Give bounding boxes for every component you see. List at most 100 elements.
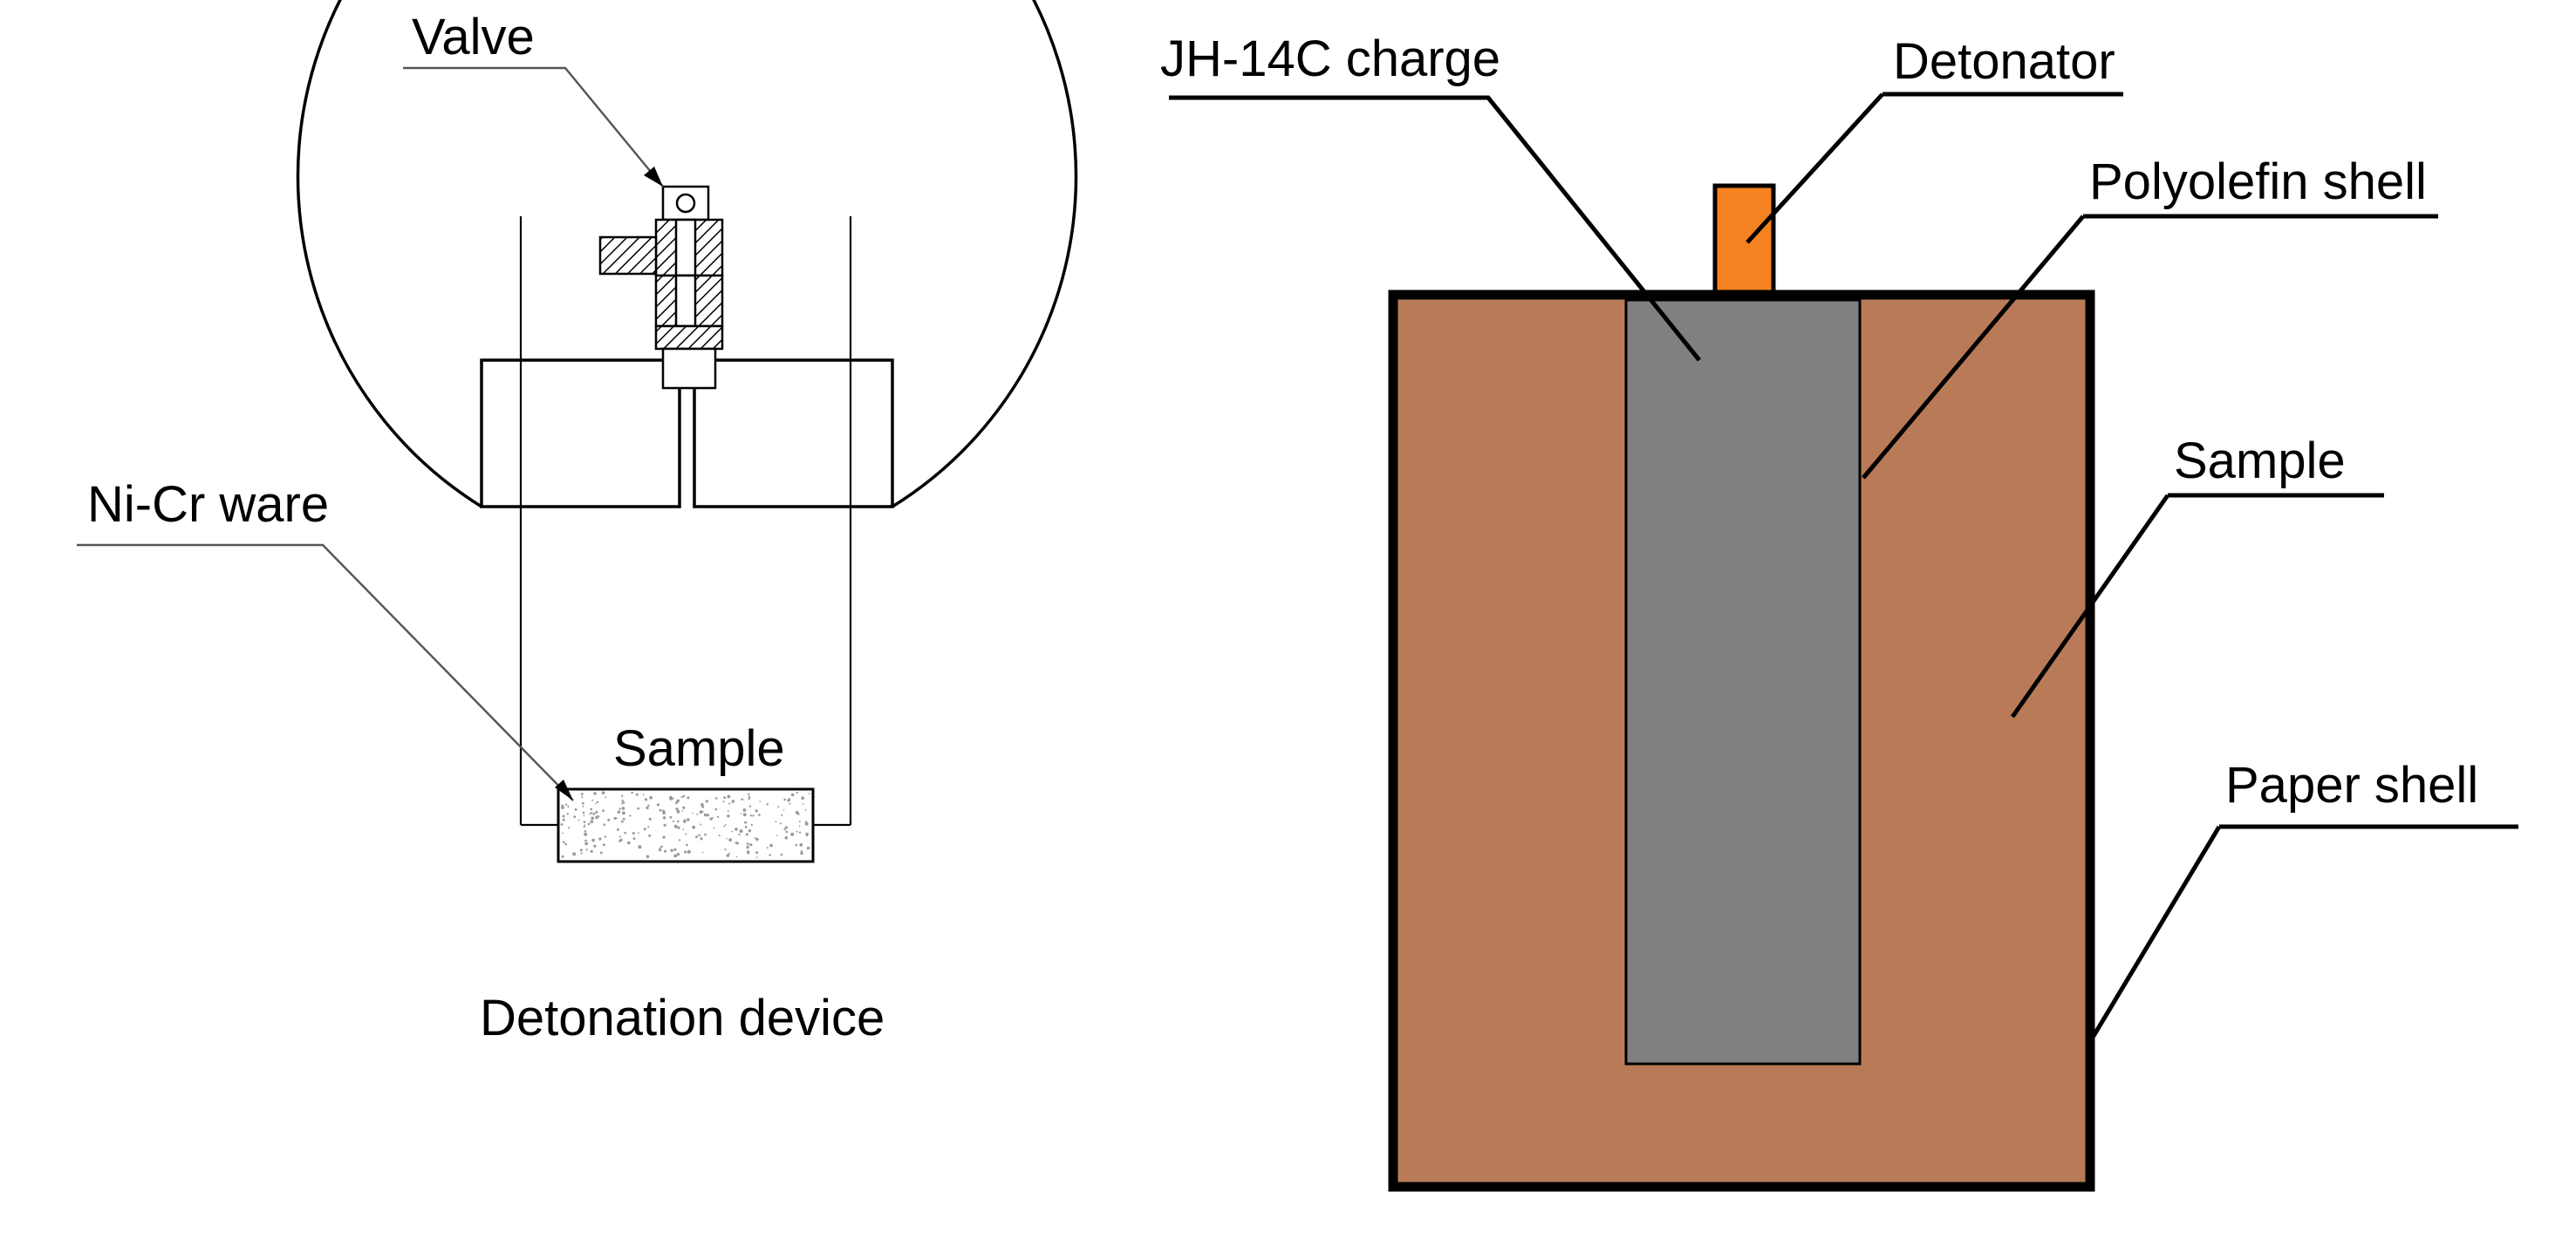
tray-speckle	[593, 792, 597, 795]
tray-speckle	[646, 855, 650, 859]
tray-speckle	[584, 832, 588, 836]
tray-speckle	[806, 835, 809, 837]
tray-speckle	[787, 799, 790, 802]
tray-speckle	[643, 828, 646, 831]
tray-speckle	[746, 842, 749, 846]
tray-speckle	[700, 802, 704, 807]
tray-speckle	[562, 818, 565, 821]
tray-speckle	[731, 830, 733, 833]
tray-speckle	[786, 826, 789, 828]
tray-speckle	[699, 810, 703, 814]
tray-speckle	[800, 851, 803, 855]
tray-speckle	[748, 798, 750, 801]
tray-speckle	[670, 848, 673, 852]
tray-speckle	[601, 791, 605, 794]
tray-speckle	[739, 829, 743, 834]
tray-speckle	[647, 826, 650, 828]
tray-speckle	[664, 849, 666, 853]
tray-speckle	[700, 837, 703, 841]
tray-speckle	[798, 821, 801, 823]
tray-speckle	[755, 856, 758, 859]
tray-speckle	[643, 794, 645, 795]
tray-speckle	[663, 823, 666, 827]
tray-speckle	[598, 814, 600, 818]
tray-speckle	[596, 801, 599, 804]
tray-speckle	[677, 826, 680, 829]
tray-speckle	[669, 815, 673, 819]
tray-speckle	[621, 807, 625, 810]
tray-speckle	[662, 835, 666, 839]
tray-speckle	[744, 826, 748, 828]
tray-speckle	[680, 796, 683, 798]
tray-speckle	[783, 828, 787, 830]
tray-speckle	[584, 824, 586, 826]
tray-speckle	[766, 803, 769, 806]
left-sample-label: Sample	[613, 720, 785, 777]
tray-speckle	[590, 820, 594, 824]
tray-speckle	[560, 823, 564, 826]
tray-speckle	[777, 806, 780, 808]
tray-speckle	[806, 846, 810, 850]
vessel-body	[296, 0, 1078, 508]
polyolefin-shell-label: Polyolefin shell	[2089, 153, 2427, 210]
tray-speckle	[673, 854, 678, 858]
tray-speckle	[627, 841, 631, 845]
tray-speckle	[745, 833, 748, 836]
nicr-leader	[77, 543, 574, 801]
tray-speckle	[741, 813, 742, 814]
tray-speckle	[607, 818, 611, 821]
tray-speckle	[703, 813, 707, 817]
tray-speckle	[769, 854, 771, 856]
tray-speckle	[622, 811, 625, 815]
nicr-ware-label: Ni-Cr ware	[87, 476, 329, 533]
tray-speckle	[647, 804, 650, 807]
tray-speckle	[583, 814, 585, 817]
tray-speckle	[562, 832, 564, 835]
tray-speckle	[602, 843, 605, 847]
detonator	[1712, 183, 1776, 297]
tray-speckle	[709, 817, 713, 821]
tray-speckle	[591, 816, 594, 821]
tray-speckle	[798, 825, 801, 828]
tray-speckle	[632, 832, 635, 835]
tray-speckle	[748, 793, 750, 796]
tray-speckle	[577, 819, 580, 821]
tray-speckle	[669, 795, 673, 800]
tray-speckle	[686, 843, 688, 847]
tray-speckle	[593, 844, 597, 848]
tray-speckle	[795, 810, 799, 814]
tray-speckle	[638, 832, 639, 835]
tray-speckle	[801, 796, 804, 800]
sample-tray-texture	[560, 791, 810, 859]
tray-speckle	[742, 813, 747, 817]
tray-speckle	[704, 833, 707, 836]
valve-assembly	[598, 185, 724, 390]
tray-speckle	[724, 848, 727, 851]
tray-speckle	[796, 830, 798, 833]
tray-speckle	[723, 796, 727, 800]
jh14c-charge-label: JH-14C charge	[1160, 31, 1500, 87]
sample-tray	[557, 787, 815, 863]
tray-speckle	[591, 799, 594, 801]
tray-speckle	[728, 838, 732, 842]
tray-speckle	[727, 810, 729, 813]
tray-speckle	[646, 806, 649, 810]
tray-speckle	[692, 825, 696, 829]
tray-speckle	[748, 829, 752, 833]
tray-speckle	[649, 795, 653, 800]
tray-speckle	[658, 848, 662, 852]
tray-speckle	[676, 799, 680, 803]
tray-speckle	[685, 833, 687, 835]
tray-speckle	[735, 841, 736, 844]
tray-speckle	[603, 823, 606, 826]
tray-speckle	[574, 807, 577, 811]
tray-speckle	[675, 807, 679, 811]
tray-speckle	[728, 802, 731, 805]
tray-speckle	[755, 809, 758, 813]
jh14c-charge	[1624, 298, 1862, 1066]
tray-speckle	[565, 803, 568, 806]
tray-speckle	[754, 837, 756, 839]
tray-speckle	[591, 838, 595, 842]
tray-speckle	[804, 809, 807, 811]
